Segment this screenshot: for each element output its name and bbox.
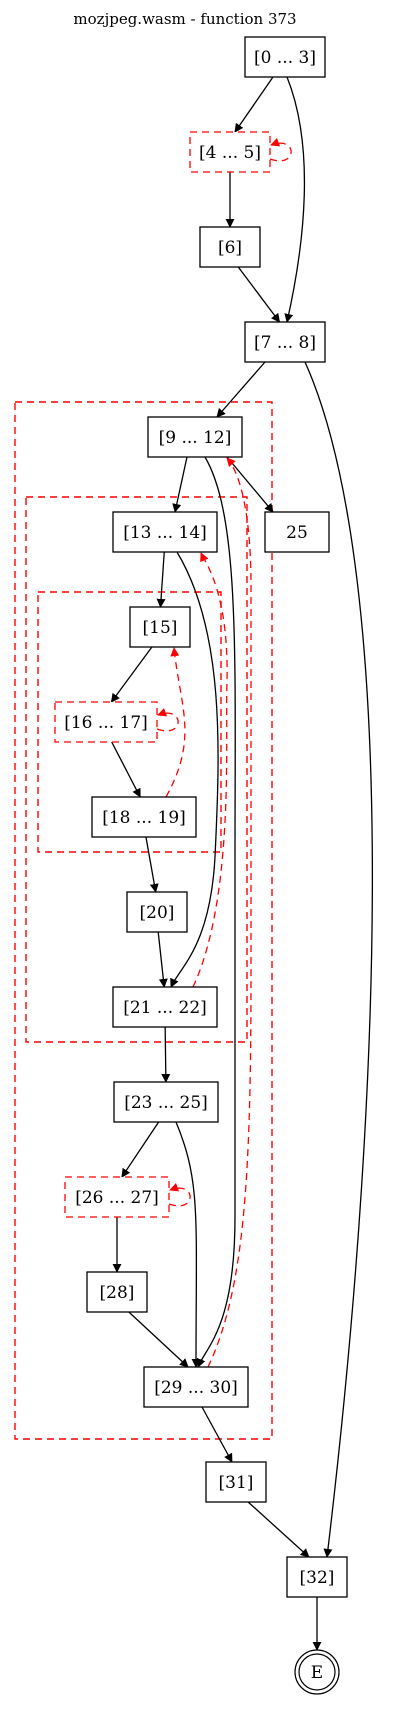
edge-n13_14-to-n21_22	[170, 551, 219, 988]
edge-n0_3-to-n7_8	[284, 76, 306, 323]
node-label: [9 ... 12]	[159, 428, 232, 448]
node-label: 25	[286, 523, 308, 543]
node-label: [20]	[140, 903, 175, 923]
node-n7_8[interactable]: [7 ... 8]	[244, 321, 326, 363]
edge-n23_25-to-n29_30	[175, 1121, 201, 1368]
node-label: [21 ... 22]	[123, 998, 207, 1018]
node-n18_19[interactable]: [18 ... 19]	[91, 796, 197, 838]
node-label: [29 ... 30]	[154, 1378, 238, 1398]
node-label: [0 ... 3]	[254, 48, 316, 68]
node-exit[interactable]: E	[294, 1649, 340, 1695]
node-box	[54, 701, 158, 743]
edge-n7_8-to-n32	[304, 361, 374, 1558]
edge-n15-to-n16_17	[110, 646, 153, 703]
node-n32[interactable]: [32]	[286, 1556, 348, 1598]
node-label: [16 ... 17]	[64, 713, 148, 733]
node-n6[interactable]: [6]	[199, 226, 261, 268]
graph-title: mozjpeg.wasm - function 373	[73, 10, 296, 28]
node-box	[86, 1271, 148, 1313]
node-box	[129, 606, 191, 648]
node-n28[interactable]: [28]	[86, 1271, 148, 1313]
back-edge-n26_27-to-n26_27	[168, 1182, 191, 1207]
node-n25[interactable]: 25	[264, 511, 330, 553]
node-label: [4 ... 5]	[199, 143, 261, 163]
edge-n9_12-to-n25	[226, 456, 274, 513]
edge-n7_8-to-n9_12	[216, 361, 266, 418]
node-box	[205, 1461, 267, 1503]
node-label: [7 ... 8]	[254, 333, 316, 353]
node-label: [6]	[218, 238, 242, 258]
edge-n13_14-to-n15	[156, 551, 166, 608]
node-n4_5[interactable]: [4 ... 5]	[189, 131, 271, 173]
node-label: [18 ... 19]	[102, 808, 186, 828]
node-box	[286, 1556, 348, 1598]
middle-loop-cluster	[25, 496, 248, 1043]
node-label: [31]	[219, 1473, 254, 1493]
edge-n0_3-to-n4_5	[234, 76, 274, 133]
node-label: [23 ... 25]	[124, 1093, 208, 1113]
node-box	[199, 226, 261, 268]
node-box	[189, 131, 271, 173]
edge-n23_25-to-n26_27	[121, 1121, 160, 1178]
node-n15[interactable]: [15]	[129, 606, 191, 648]
node-box	[264, 511, 330, 553]
back-edge-n29_30-to-n9_12	[207, 457, 252, 1368]
back-edge-n16_17-to-n16_17	[156, 707, 179, 732]
node-n13_14[interactable]: [13 ... 14]	[112, 511, 218, 553]
node-label: [32]	[300, 1568, 335, 1588]
node-n29_30[interactable]: [29 ... 30]	[143, 1366, 249, 1408]
node-n21_22[interactable]: [21 ... 22]	[112, 986, 218, 1028]
node-box	[64, 1176, 170, 1218]
edge-n28-to-n29_30	[128, 1311, 189, 1368]
node-box	[147, 416, 243, 458]
node-n23_25[interactable]: [23 ... 25]	[113, 1081, 219, 1123]
node-n16_17[interactable]: [16 ... 17]	[54, 701, 158, 743]
exit-node-outer-ring	[294, 1649, 340, 1695]
edge-n9_12-to-n13_14	[172, 456, 188, 513]
node-box	[112, 986, 218, 1028]
node-n0_3[interactable]: [0 ... 3]	[244, 36, 326, 78]
node-n20[interactable]: [20]	[126, 891, 188, 933]
edge-n21_22-to-n23_25	[161, 1026, 171, 1083]
edge-n16_17-to-n18_19	[111, 741, 141, 798]
back-edge-n18_19-to-n15	[165, 647, 186, 798]
outer-loop-cluster	[14, 401, 273, 1440]
node-label: E	[311, 1663, 323, 1683]
node-box	[244, 321, 326, 363]
node-n26_27[interactable]: [26 ... 27]	[64, 1176, 170, 1218]
node-box	[143, 1366, 249, 1408]
edge-n9_12-to-n29_30	[196, 456, 236, 1368]
exit-node-inner-ring	[298, 1653, 336, 1691]
edge-n29_30-to-n31	[201, 1406, 233, 1463]
node-label: [13 ... 14]	[123, 523, 207, 543]
node-label: [26 ... 27]	[75, 1188, 159, 1208]
edge-n20-to-n21_22	[157, 931, 168, 988]
node-box	[91, 796, 197, 838]
node-box	[244, 36, 326, 78]
back-edge-n21_22-to-n13_14	[192, 552, 228, 988]
node-box	[126, 891, 188, 933]
node-label: [28]	[100, 1283, 135, 1303]
edge-n31-to-n32	[247, 1501, 310, 1558]
edge-n6-to-n7_8	[237, 266, 281, 323]
node-box	[112, 511, 218, 553]
back-edge-n4_5-to-n4_5	[269, 137, 292, 162]
edge-n18_19-to-n20	[145, 836, 159, 893]
node-n31[interactable]: [31]	[205, 1461, 267, 1503]
node-box	[113, 1081, 219, 1123]
node-label: [15]	[143, 618, 178, 638]
inner-loop-cluster	[37, 591, 222, 853]
node-n9_12[interactable]: [9 ... 12]	[147, 416, 243, 458]
